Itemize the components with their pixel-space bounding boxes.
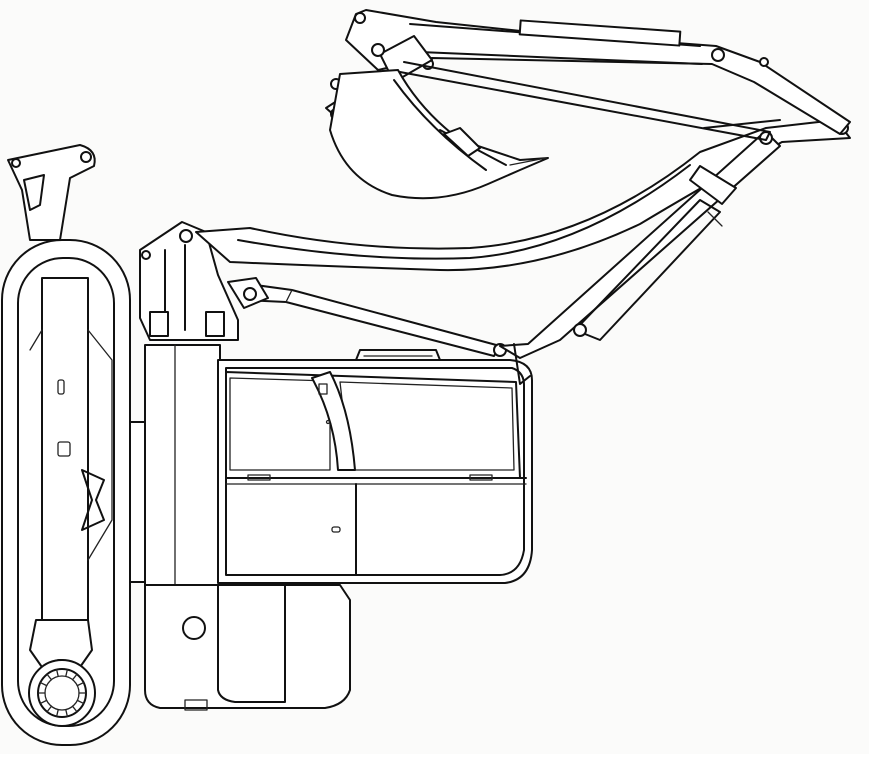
boom-base [140,222,238,340]
sprocket-tooth [77,700,83,703]
sprocket-tooth [66,710,68,717]
counterweight [145,585,350,710]
upper-frame [130,345,350,710]
boom-cylinder [228,278,506,356]
cab [218,350,532,583]
sprocket-tooth [66,670,68,677]
sprocket-tooth [57,710,59,717]
dozer-blade [8,145,95,240]
sprocket-tooth [47,706,51,711]
bucket [330,70,548,198]
track-left [2,240,130,745]
sprocket-tooth [40,700,46,703]
sprocket-tooth [77,683,83,686]
sprocket [29,620,95,726]
sprocket-tooth [40,683,46,686]
sprocket-tooth [47,674,51,679]
arm-cylinder [500,132,780,384]
sprocket-tooth [57,670,59,677]
sprocket-tooth [73,674,77,679]
sprocket-tooth [73,706,77,711]
